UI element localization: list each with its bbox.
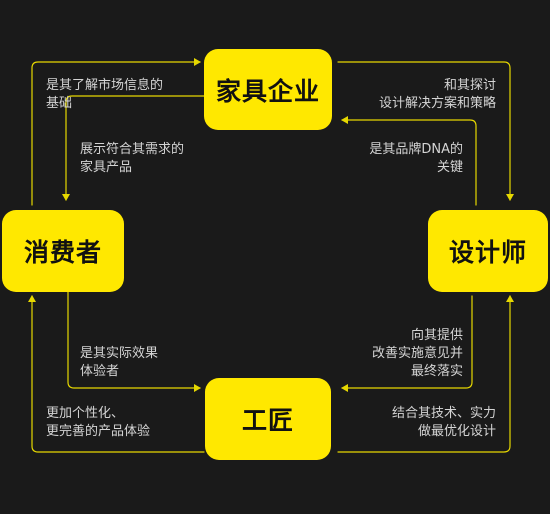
arrow-consumer-to-craftsman	[67, 291, 201, 392]
arrow-company-to-consumer	[62, 95, 205, 201]
arrow-designer-to-company	[341, 116, 477, 206]
label-consumer-to-craftsman: 是其实际效果 体验者	[80, 346, 159, 379]
label-company-to-consumer: 展示符合其需求的 家具产品	[80, 142, 185, 175]
node-consumer: 消费者	[2, 210, 124, 292]
arrow-company-to-designer	[337, 61, 514, 201]
node-craftsman: 工匠	[205, 378, 331, 460]
label-company-to-designer: 和其探讨 设计解决方案和策略	[378, 78, 496, 111]
arrow-craftsman-to-consumer	[28, 295, 205, 453]
arrow-designer-to-craftsman	[341, 295, 473, 392]
label-craftsman-to-consumer: 更加个性化、 更完善的产品体验	[46, 406, 151, 439]
label-consumer-to-company: 是其了解市场信息的 基础	[46, 78, 164, 111]
node-furniture-company: 家具企业	[204, 49, 332, 130]
arrow-consumer-to-company	[31, 58, 201, 206]
label-craftsman-to-designer: 结合其技术、实力 做最优化设计	[391, 406, 496, 439]
node-designer: 设计师	[428, 210, 548, 292]
label-designer-to-company: 是其品牌DNA的 关键	[369, 142, 463, 175]
label-designer-to-craftsman: 向其提供 改善实施意见并 最终落实	[371, 328, 463, 379]
arrow-craftsman-to-designer	[337, 295, 514, 453]
